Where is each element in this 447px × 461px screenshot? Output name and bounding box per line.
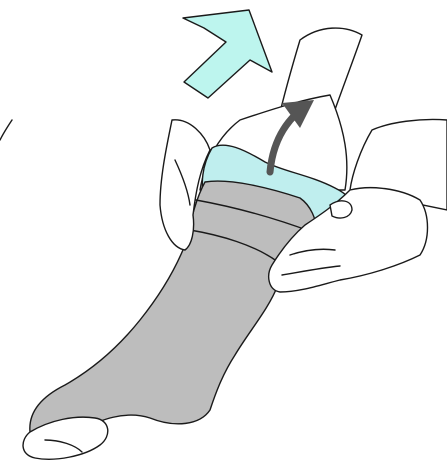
right-thumb-tip [330, 201, 352, 218]
cropped-line [0, 120, 12, 140]
pull-up-arrow-icon [183, 10, 272, 98]
